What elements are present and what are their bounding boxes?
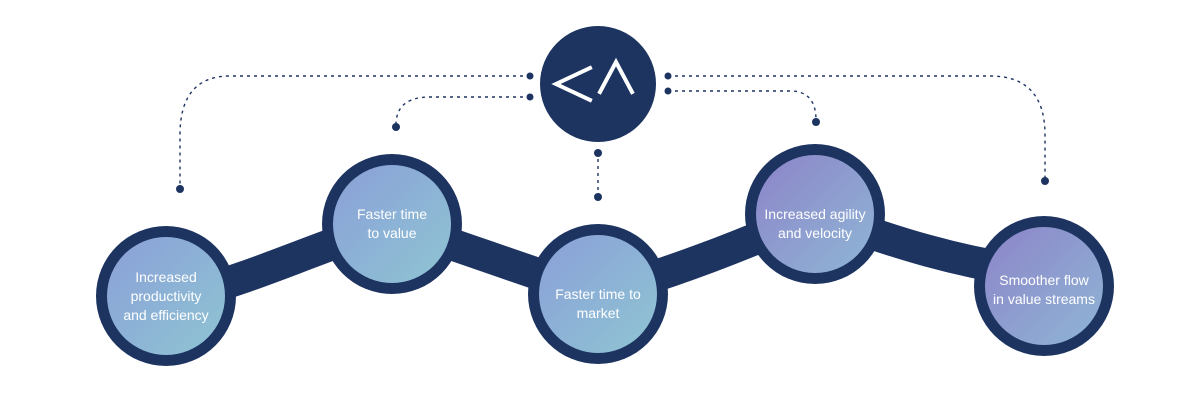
connector-dot <box>526 72 534 80</box>
benefit-circle-1 <box>96 226 236 366</box>
connector-dot <box>664 72 672 80</box>
benefit-label-agility: Increased agility and velocity <box>764 206 866 241</box>
connector-line <box>179 75 530 188</box>
connector-dot <box>392 123 400 131</box>
connector-dot <box>664 87 672 95</box>
connector-dot <box>526 93 534 101</box>
benefit-label-time-to-market: Faster time to market <box>555 286 641 321</box>
hub-circle <box>540 26 656 142</box>
benefit-circle-2 <box>322 154 462 294</box>
connector-line <box>668 90 817 121</box>
benefit-label-flow: Smoother flow in value streams <box>993 272 1095 307</box>
connector-line <box>395 96 530 126</box>
benefit-circle-3 <box>528 224 668 364</box>
benefit-circle-5 <box>974 216 1114 356</box>
benefit-label-time-to-value: Faster time to value <box>356 206 427 241</box>
benefit-circle-4 <box>745 144 885 284</box>
connector-dot <box>594 149 602 157</box>
code-brackets-icon <box>551 57 635 103</box>
benefit-label-productivity: Increased productivity and efficiency <box>123 269 209 323</box>
connector-dots <box>176 72 1049 201</box>
connector-dot <box>594 193 602 201</box>
connector-dot <box>176 185 184 193</box>
dashed-connectors <box>179 75 1046 196</box>
connector-dot <box>812 118 820 126</box>
connector-dot <box>1041 177 1049 185</box>
